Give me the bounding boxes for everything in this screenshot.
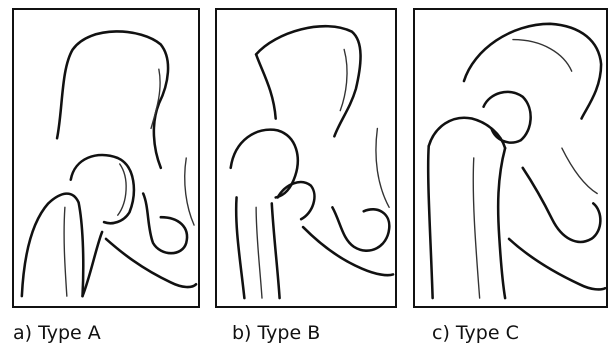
panel-type-b — [215, 8, 397, 308]
caption-type-c: c) Type C — [432, 322, 519, 344]
panel-type-c — [413, 8, 608, 308]
caption-type-b: b) Type B — [232, 322, 320, 344]
hip-joint-drawing-type-a — [14, 10, 198, 306]
hip-joint-drawing-type-b — [217, 10, 395, 306]
caption-type-a: a) Type A — [13, 322, 101, 344]
panel-type-a — [12, 8, 200, 308]
hip-joint-drawing-type-c — [415, 10, 606, 306]
